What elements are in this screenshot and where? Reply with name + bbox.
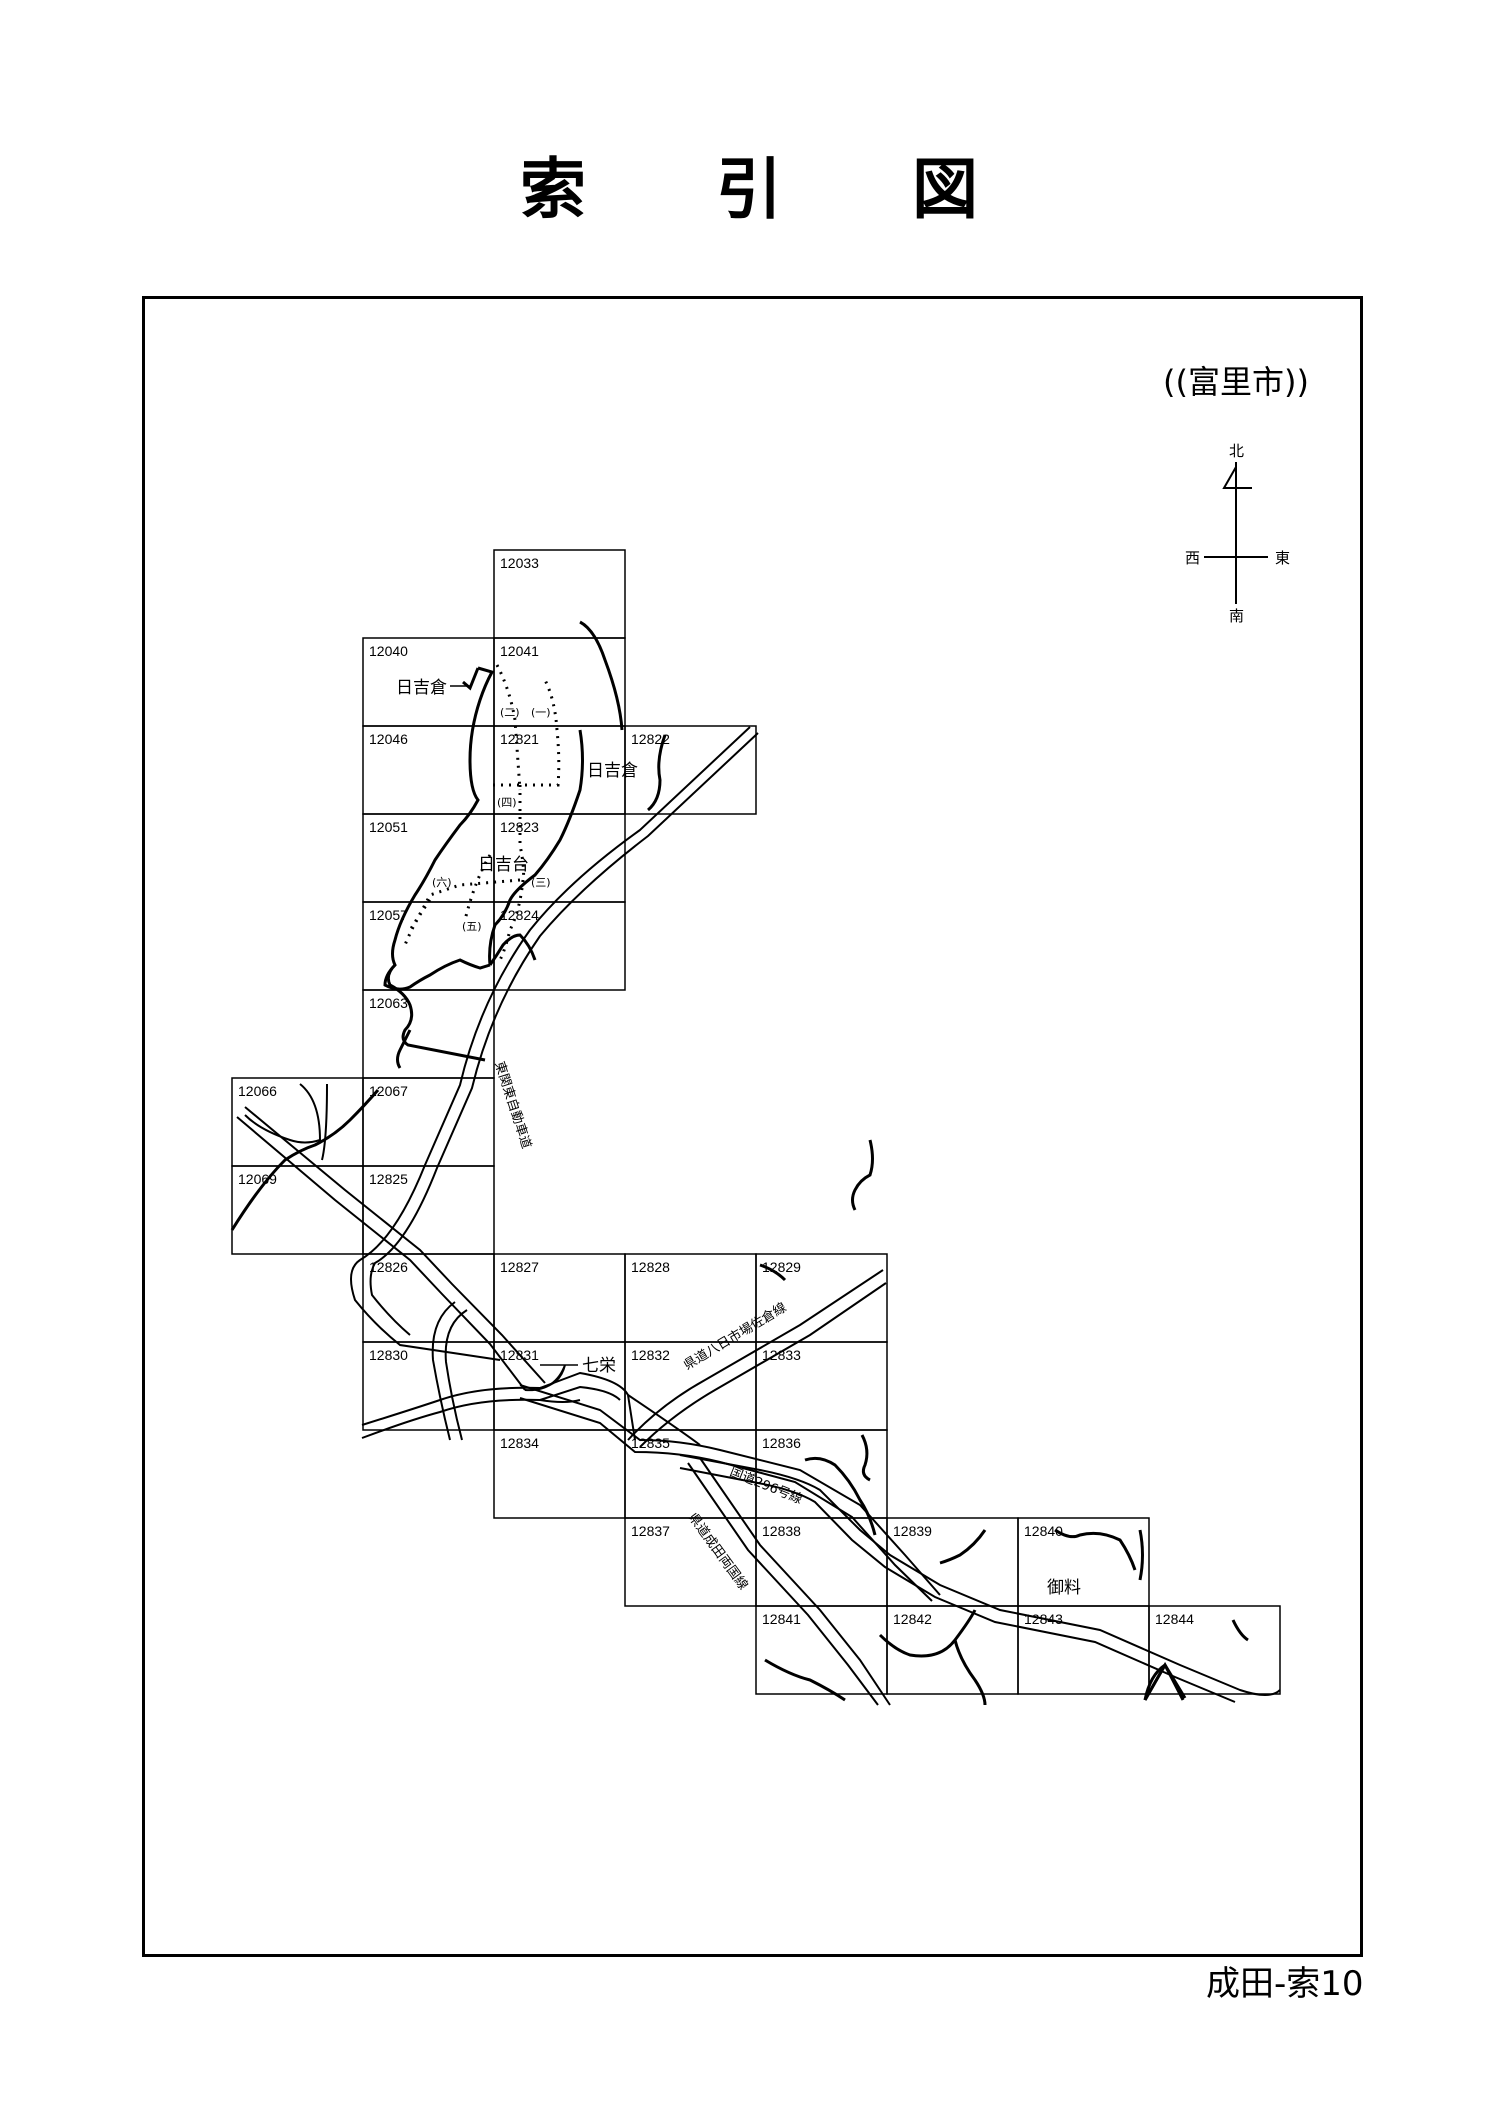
sheet-label: 12057 <box>369 907 408 923</box>
sheet-label: 12830 <box>369 1347 408 1363</box>
sheet-label: 12822 <box>631 731 670 747</box>
zone-marker: (四) <box>497 796 517 809</box>
sheet-label: 12067 <box>369 1083 408 1099</box>
sheet-label: 12833 <box>762 1347 801 1363</box>
zone-marker: (一) <box>531 706 551 719</box>
sheet-label: 12844 <box>1155 1611 1194 1627</box>
page-footer: 成田-索10 <box>1206 1964 1364 2004</box>
sheet-label: 12826 <box>369 1259 408 1275</box>
title-char: 図 <box>912 151 978 228</box>
sheet-label: 12040 <box>369 643 408 659</box>
title-char: 引 <box>716 151 782 228</box>
map-frame <box>142 296 1363 1957</box>
sheet-label: 12832 <box>631 1347 670 1363</box>
sheet-label: 12839 <box>893 1523 932 1539</box>
municipality-label: ((富里市)) <box>1163 363 1309 401</box>
sheet-label: 12823 <box>500 819 539 835</box>
sheet-grid <box>231 549 1281 1695</box>
sheet-label: 12834 <box>500 1435 539 1451</box>
sheet-label: 12821 <box>500 731 539 747</box>
road-label-expressway: 東関東自動車道 <box>491 1059 534 1151</box>
sheet-label: 12051 <box>369 819 408 835</box>
compass-north: 北 <box>1229 442 1244 460</box>
sheet-label: 12069 <box>238 1171 277 1187</box>
title-char: 索 <box>520 151 586 228</box>
zone-marker: (五) <box>462 920 482 933</box>
sheet-label: 12838 <box>762 1523 801 1539</box>
sheet-label: 12831 <box>500 1347 539 1363</box>
boundary-lines <box>230 620 1249 1706</box>
sheet-label: 12843 <box>1024 1611 1063 1627</box>
compass-west: 西 <box>1185 549 1200 567</box>
place-goryo: 御料 <box>1047 1578 1081 1598</box>
sheet-label: 12825 <box>369 1171 408 1187</box>
sheet-label: 12842 <box>893 1611 932 1627</box>
sheet-label: 12837 <box>631 1523 670 1539</box>
compass-icon: 北 南 西 東 <box>1185 442 1290 625</box>
road-network <box>236 726 1281 1706</box>
sheet-labels: 12033 12040 12041 12046 12821 12822 12051 12823… <box>238 555 1194 1627</box>
zone-boundary-dotted <box>403 664 561 961</box>
place-hiyoshidai: 日吉台 <box>478 855 529 875</box>
sheet-label: 12828 <box>631 1259 670 1275</box>
sheet-cell-12822[interactable] <box>624 725 757 815</box>
zone-marker: (二) <box>500 706 520 719</box>
zone-marker: (六) <box>432 876 452 889</box>
sheet-label: 12840 <box>1024 1523 1063 1539</box>
compass-south: 南 <box>1229 607 1244 625</box>
sheet-label: 12824 <box>500 907 539 923</box>
sheet-label: 12041 <box>500 643 539 659</box>
compass-east: 東 <box>1275 549 1290 567</box>
page-title: 索 引 図 <box>0 150 1500 240</box>
place-hiyoshikura: 日吉倉 <box>587 761 638 781</box>
sheet-label: 12827 <box>500 1259 539 1275</box>
sheet-label: 12836 <box>762 1435 801 1451</box>
sheet-label: 12841 <box>762 1611 801 1627</box>
place-nanae: 七栄 <box>582 1356 616 1376</box>
sheet-label: 12066 <box>238 1083 277 1099</box>
sheet-label: 12033 <box>500 555 539 571</box>
sheet-label: 12063 <box>369 995 408 1011</box>
place-hiyoshikura: 日吉倉 <box>396 678 447 698</box>
sheet-label: 12829 <box>762 1259 801 1275</box>
sheet-cell-12824[interactable] <box>493 901 626 991</box>
road-label-pref-narita-ryogoku: 県道成田両国線 <box>685 1510 751 1593</box>
zone-marker: (三) <box>531 876 551 889</box>
sheet-label: 12046 <box>369 731 408 747</box>
sheet-label: 12835 <box>631 1435 670 1451</box>
